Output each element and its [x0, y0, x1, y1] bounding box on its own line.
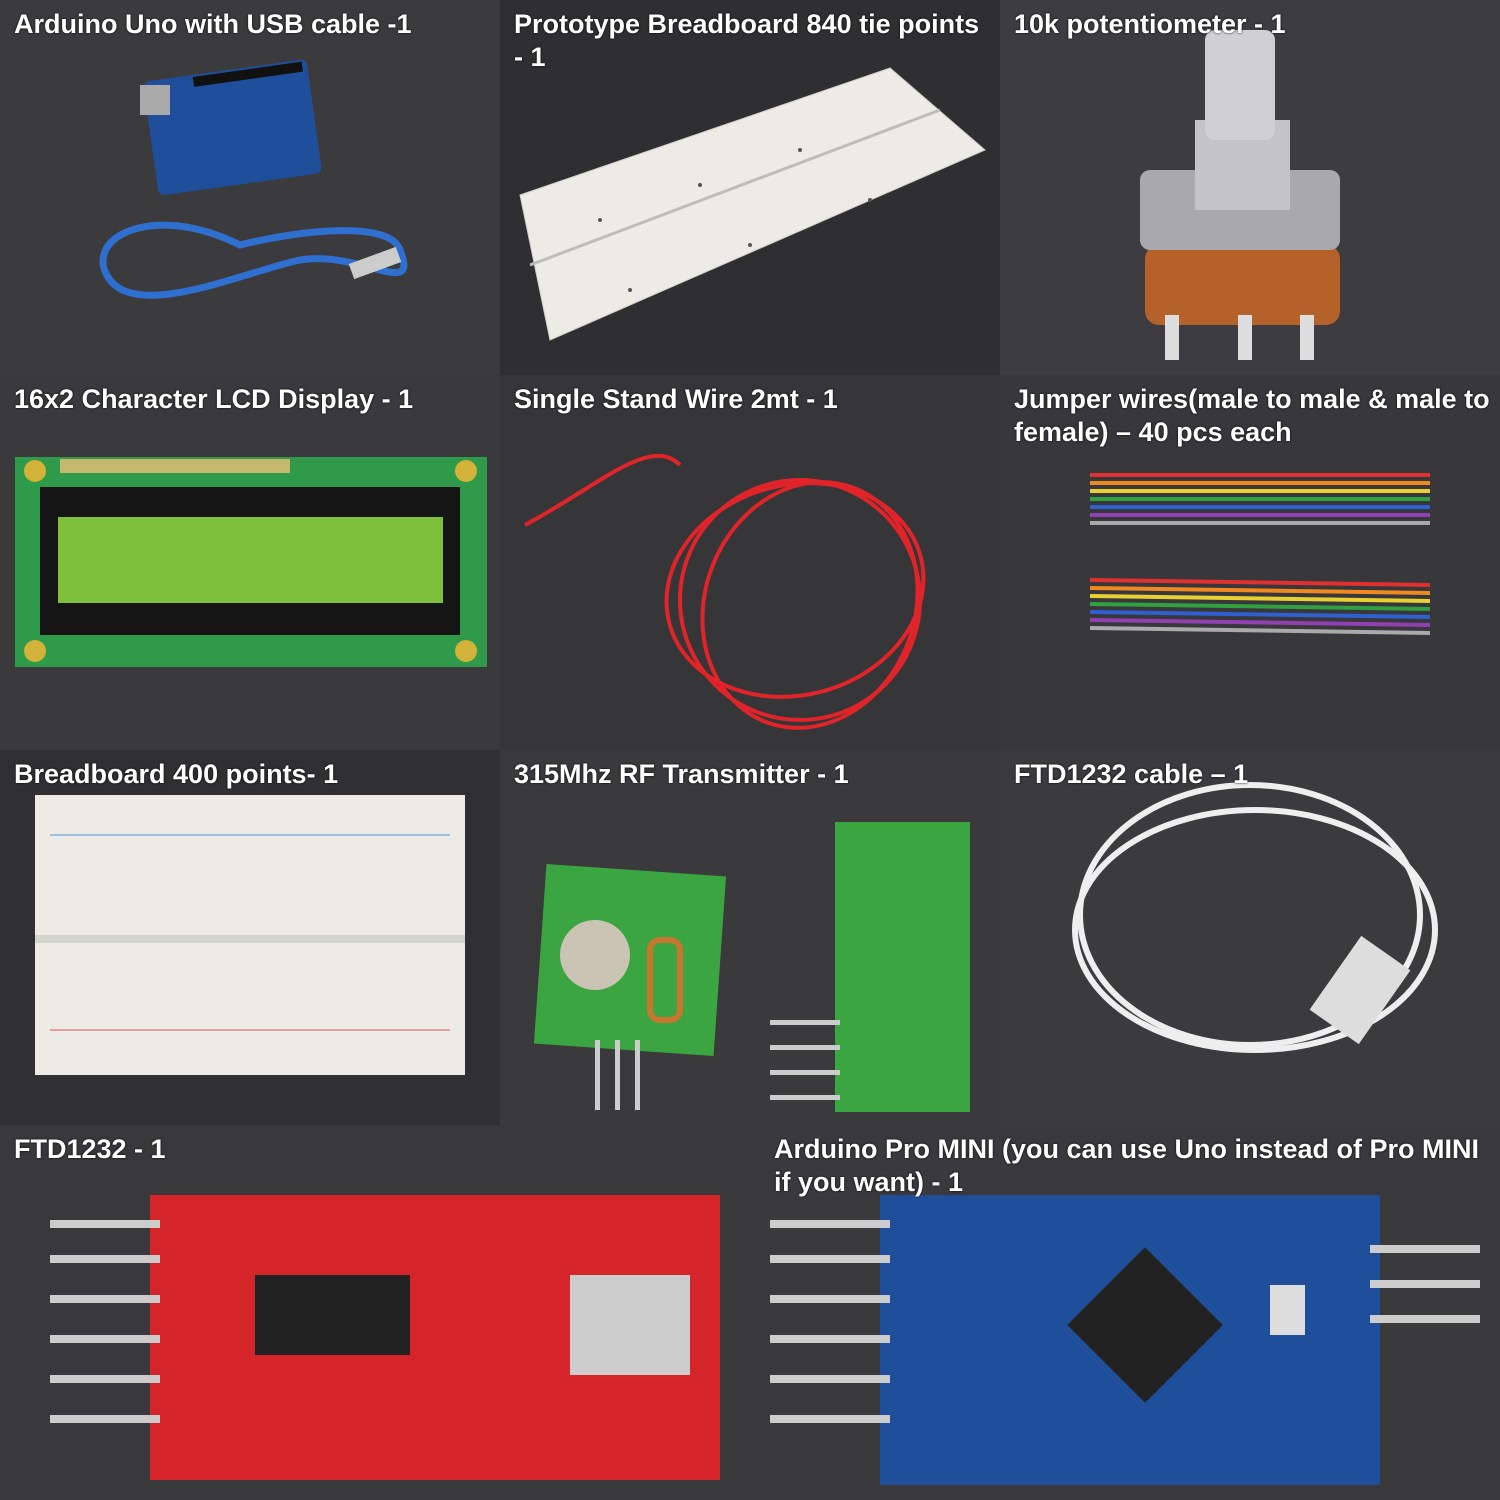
tile-ftdi-cable: FTD1232 cable – 1 [1000, 750, 1500, 1125]
jumper-wires-image [1089, 473, 1431, 635]
usb-cable-image [1072, 782, 1438, 1053]
tile-arduino-pro-mini: Arduino Pro MINI (you can use Uno instea… [760, 1125, 1500, 1500]
tile-breadboard-840: Prototype Breadboard 840 tie points - 1 [500, 0, 1000, 375]
tile-breadboard-400: Breadboard 400 points- 1 [0, 750, 500, 1125]
caption: 315Mhz RF Transmitter - 1 [514, 759, 849, 789]
caption: Jumper wires(male to male & male to fema… [1014, 384, 1490, 447]
caption: Single Stand Wire 2mt - 1 [514, 384, 838, 414]
caption: Prototype Breadboard 840 tie points - 1 [514, 9, 980, 72]
tile-jumper-wires: Jumper wires(male to male & male to fema… [1000, 375, 1500, 750]
caption: 10k potentiometer - 1 [1014, 9, 1286, 39]
tile-lcd-display: 16x2 Character LCD Display - 1 [0, 375, 500, 750]
tile-rf-transmitter: 315Mhz RF Transmitter - 1 [500, 750, 1000, 1125]
arduino-uno-image [99, 59, 408, 299]
red-wire-image [524, 453, 926, 730]
caption: Breadboard 400 points- 1 [14, 759, 339, 789]
breadboard-400-image [35, 795, 465, 1075]
caption: FTD1232 cable – 1 [1014, 759, 1249, 789]
tile-arduino-uno: Arduino Uno with USB cable -1 [0, 0, 500, 375]
rf-modules-image [533, 822, 970, 1112]
tile-potentiometer: 10k potentiometer - 1 [1000, 0, 1500, 375]
caption: 16x2 Character LCD Display - 1 [14, 384, 414, 414]
lcd-display-image [15, 457, 487, 667]
caption: Arduino Uno with USB cable -1 [14, 9, 412, 39]
tile-single-strand-wire: Single Stand Wire 2mt - 1 [500, 375, 1000, 750]
tile-ftd1232: FTD1232 - 1 [0, 1125, 760, 1500]
pro-mini-image [770, 1195, 1480, 1485]
caption: FTD1232 - 1 [14, 1134, 166, 1164]
ftdi-board-image [50, 1195, 720, 1480]
breadboard-840-image [519, 67, 986, 341]
potentiometer-image [1140, 30, 1340, 360]
caption: Arduino Pro MINI (you can use Uno instea… [774, 1134, 1480, 1197]
